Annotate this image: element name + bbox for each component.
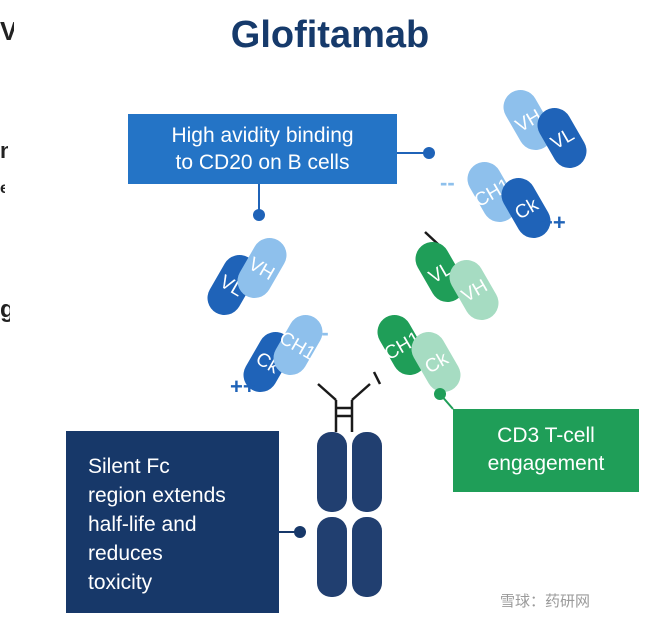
callout-line: half-life and: [88, 513, 197, 536]
diagram-title: Glofitamab: [230, 14, 430, 56]
fc-domain: [352, 517, 382, 597]
callout-connectors: [253, 147, 454, 538]
callout-line: CD3 T-cell: [497, 424, 595, 447]
minus-charge: --: [440, 170, 455, 195]
vl-domain: [537, 108, 587, 168]
cropped-left-text: V: [0, 16, 14, 46]
cd3-callout: CD3 T-cell engagement: [453, 409, 639, 492]
fc-domain: [317, 517, 347, 597]
cropped-left-text: g: [0, 296, 10, 323]
left-fab: VL VH Ck CH1: [207, 238, 323, 392]
callout-line: reduces: [88, 542, 163, 565]
fc-callout: Silent Fc region extends half-life and r…: [66, 431, 279, 613]
vh-domain: [449, 260, 499, 320]
fc-region: [317, 432, 382, 597]
plus-charge: ++: [230, 374, 256, 399]
callout-line: engagement: [487, 452, 605, 475]
ch1-domain: [467, 162, 517, 222]
ck-domain: [411, 332, 461, 392]
vh-domain: [237, 238, 287, 298]
cropped-left-text: n: [0, 138, 8, 163]
ch1-domain: [273, 315, 323, 375]
ch1-domain: [377, 315, 427, 375]
right-lower-fab: VL VH CH1 Ck: [377, 242, 499, 392]
cropped-left-text: e: [0, 180, 5, 197]
watermark: 雪球：药研网: [500, 592, 591, 610]
fc-domain: [317, 432, 347, 512]
callout-line: region extends: [88, 484, 226, 507]
callout-line: Silent Fc: [88, 455, 170, 478]
plus-charge: ++: [540, 210, 566, 235]
ck-domain: [501, 178, 551, 238]
right-upper-fab: VH VL CH1 Ck: [467, 90, 587, 238]
callout-line: toxicity: [88, 571, 153, 594]
avidity-callout: High avidity binding to CD20 on B cells: [128, 114, 397, 184]
callout-line: to CD20 on B cells: [175, 151, 350, 174]
minus-charge: --: [314, 320, 329, 345]
vl-domain: [415, 242, 465, 302]
fc-domain: [352, 432, 382, 512]
callout-line: High avidity binding: [171, 124, 354, 147]
vh-domain: [503, 90, 553, 150]
